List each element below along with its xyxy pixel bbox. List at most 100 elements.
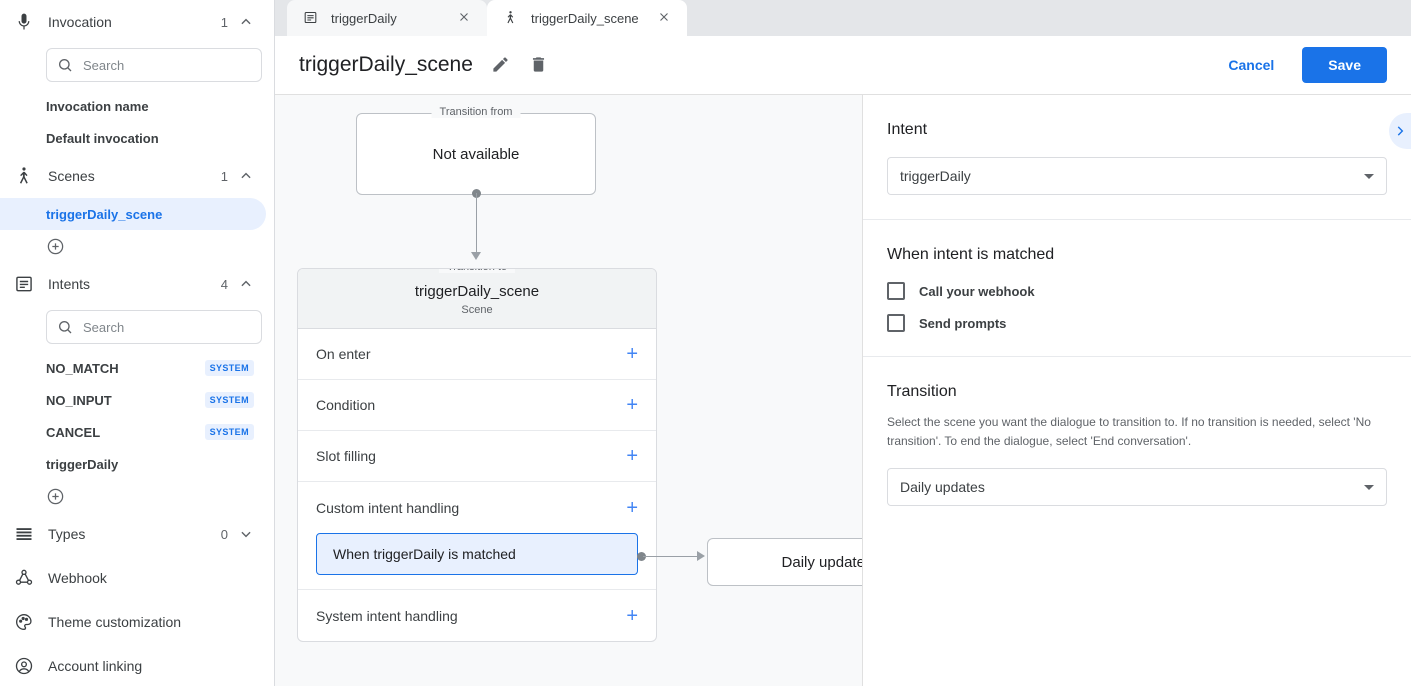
search-icon [58,58,72,72]
sidebar-group-label: Types [48,526,86,542]
search-icon [58,321,72,334]
intent-select[interactable]: triggerDaily [887,157,1387,195]
sidebar-item-no-match[interactable]: NO_MATCH SYSTEM [0,352,274,384]
close-icon[interactable] [457,10,473,26]
scenes-icon [12,164,36,188]
intent-chip-wrap: When triggerDaily is matched [298,533,656,590]
sidebar-item-label: NO_MATCH [46,360,119,376]
chevron-up-icon[interactable] [238,168,254,184]
transition-from-legend: Transition from [431,106,521,118]
tab-triggerdaily-scene[interactable]: triggerDaily_scene [487,0,687,36]
checkbox-call-your-webhook[interactable]: Call your webhook [887,282,1387,300]
transition-select[interactable]: Daily updates [887,468,1387,507]
intents-search-input[interactable] [83,319,251,335]
scene-graph-canvas[interactable]: Transition from Not available Transition… [275,95,862,686]
sidebar-group-count: 0 [220,526,228,542]
webhook-icon [12,566,36,590]
scene-row-on-enter[interactable]: On enter + [298,329,656,380]
page-title: triggerDaily_scene [299,53,473,76]
transition-section: Transition Select the scene you want the… [863,357,1411,530]
save-button[interactable]: Save [1302,47,1387,83]
scene-row-label: Condition [316,397,376,413]
add-icon[interactable]: + [626,343,638,365]
sidebar-group-invocation[interactable]: Invocation 1 [0,0,274,44]
invocation-search-box[interactable] [46,48,262,82]
sidebar-item-default-invocation[interactable]: Default invocation [0,122,274,154]
scene-row-system-intent-handling[interactable]: System intent handling + [298,590,656,641]
scene-row-slot-filling[interactable]: Slot filling + [298,431,656,482]
sidebar-item-label: triggerDaily [46,456,119,472]
properties-panel: Intent triggerDaily When intent is match… [862,95,1411,686]
cancel-button[interactable]: Cancel [1216,49,1286,81]
transition-target-value: Daily updates [781,553,862,571]
chevron-down-icon [1364,484,1374,490]
add-icon[interactable]: + [626,604,638,627]
sidebar-item-label: triggerDaily_scene [46,206,163,222]
pencil-icon[interactable] [491,55,511,75]
sidebar-group-types[interactable]: Types 0 [0,512,274,556]
sidebar-group-count: 1 [220,168,228,184]
scene-row-custom-intent-handling[interactable]: Custom intent handling + [298,482,656,533]
sidebar-item-cancel[interactable]: CANCEL SYSTEM [0,416,274,448]
scene-row-label: On enter [316,346,371,362]
transition-to-legend: Transition to [438,269,516,273]
scene-card[interactable]: Transition to triggerDaily_scene Scene O… [297,268,657,642]
sidebar-item-account-linking[interactable]: Account linking [0,644,274,686]
edge-arrow-right [697,551,705,561]
chevron-up-icon[interactable] [238,14,254,30]
intent-icon [303,10,319,26]
chevron-up-icon[interactable] [238,276,254,292]
sidebar-item-label: Theme customization [48,614,182,630]
add-icon[interactable]: + [626,496,638,519]
invocation-search-input[interactable] [83,57,251,73]
add-scene-button[interactable] [0,230,274,262]
transition-from-node[interactable]: Transition from Not available [356,106,596,195]
add-intent-button[interactable] [0,480,274,512]
transition-section-title: Transition [887,383,957,400]
checkbox-label: Call your webhook [919,283,1035,299]
status-badge: SYSTEM [204,392,254,408]
scene-card-header: triggerDaily_scene Scene [298,269,656,329]
sidebar-group-scenes[interactable]: Scenes 1 [0,154,274,198]
intent-section: Intent triggerDaily [863,95,1411,220]
status-badge: SYSTEM [204,360,254,376]
tab-triggerdaily[interactable]: triggerDaily [287,0,487,36]
scene-card-name: triggerDaily_scene [414,283,540,300]
status-badge: SYSTEM [204,424,254,440]
intents-search-box[interactable] [46,310,262,344]
chevron-down-icon [1364,173,1374,179]
intents-search-wrap [0,306,274,352]
sidebar-item-webhook[interactable]: Webhook [0,556,274,600]
scene-row-label: System intent handling [316,607,458,624]
sidebar-group-label: Invocation [48,14,112,30]
when-intent-matched-title: When intent is matched [887,246,1055,263]
sidebar-item-theme-customization[interactable]: Theme customization [0,600,274,644]
sidebar-item-label: NO_INPUT [46,392,112,408]
checkbox-send-prompts[interactable]: Send prompts [887,314,1387,332]
checkbox-box[interactable] [887,282,905,300]
main-area: triggerDaily triggerDaily_scene triggerD… [275,0,1411,686]
palette-icon [12,610,36,634]
edge-vertical [476,193,477,255]
add-icon[interactable]: + [626,445,638,467]
sidebar-item-triggerdaily[interactable]: triggerDaily [0,448,274,480]
chevron-right-icon[interactable] [1389,113,1411,149]
checkbox-box[interactable] [887,314,905,332]
add-icon[interactable]: + [626,394,638,416]
sidebar-item-triggerdaily-scene[interactable]: triggerDaily_scene [0,198,266,230]
sidebar-group-intents[interactable]: Intents 4 [0,262,274,306]
sidebar-item-no-input[interactable]: NO_INPUT SYSTEM [0,384,274,416]
scene-row-condition[interactable]: Condition + [298,380,656,431]
trash-icon[interactable] [529,55,549,75]
intents-icon [12,272,36,296]
close-icon[interactable] [657,10,673,26]
plus-circle-icon [47,238,64,254]
transition-target-node[interactable]: Tr Daily updates [707,538,862,586]
chevron-down-icon[interactable] [238,526,254,542]
sidebar-item-invocation-name[interactable]: Invocation name [0,90,274,122]
intent-section-title: Intent [887,121,928,138]
account-circle-icon [12,654,36,678]
sidebar-item-label: Invocation name [46,98,149,114]
intent-handler-chip[interactable]: When triggerDaily is matched [316,533,638,575]
